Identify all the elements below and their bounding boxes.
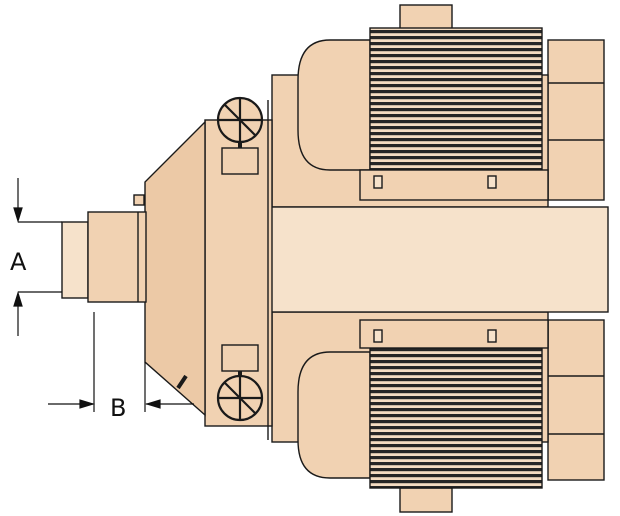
bottom-foot: [399, 487, 453, 513]
bottom-motor: [297, 319, 549, 489]
top-foot: [399, 4, 453, 32]
bottom-right-housing: [547, 319, 605, 481]
dimension-b-label: B: [110, 394, 126, 422]
small-fitting: [133, 194, 145, 206]
top-handwheel: [216, 96, 264, 175]
dimension-a-label: A: [10, 248, 27, 276]
top-right-housing: [547, 39, 605, 201]
bottom-handwheel: [216, 344, 264, 422]
inlet-spout: [61, 221, 89, 299]
shaft-housing: [267, 206, 609, 313]
top-motor: [297, 27, 549, 201]
dimension-b: [48, 312, 194, 412]
feed-cone: [144, 120, 206, 417]
inlet-collar: [87, 211, 147, 303]
dimension-a: [13, 178, 62, 336]
